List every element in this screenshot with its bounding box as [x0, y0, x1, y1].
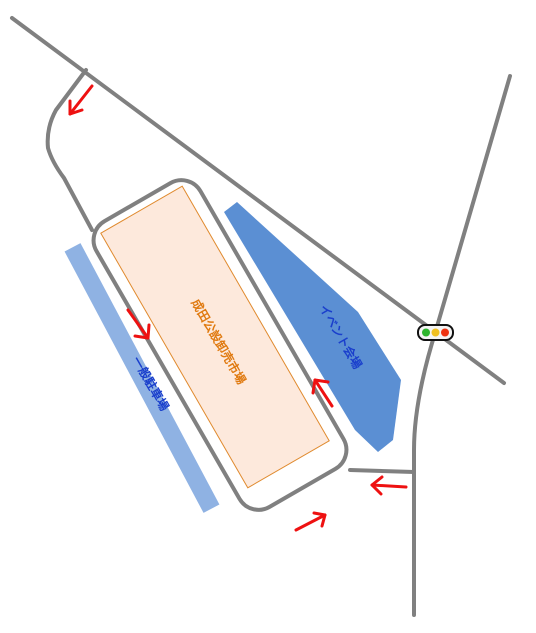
direction-arrow-icon: [370, 475, 408, 496]
traffic-light-red: [441, 328, 449, 337]
road-vertical: [412, 74, 512, 617]
roads: [10, 16, 512, 617]
general-parking-area: [64, 243, 220, 513]
direction-arrow-icon: [311, 378, 334, 408]
road-left-loop: [45, 68, 94, 232]
traffic-light-yellow: [431, 328, 440, 337]
road-diagonal: [10, 16, 506, 385]
direction-arrow-icon: [68, 84, 94, 116]
road-connector: [348, 468, 416, 474]
traffic-light-green: [422, 328, 430, 337]
market-building: [100, 185, 330, 489]
direction-arrow-icon: [294, 511, 327, 532]
traffic-light-icon: [417, 324, 454, 341]
market-loop-road: [91, 178, 349, 512]
event-venue-area: [224, 202, 401, 452]
direction-arrow-icon: [126, 308, 151, 340]
